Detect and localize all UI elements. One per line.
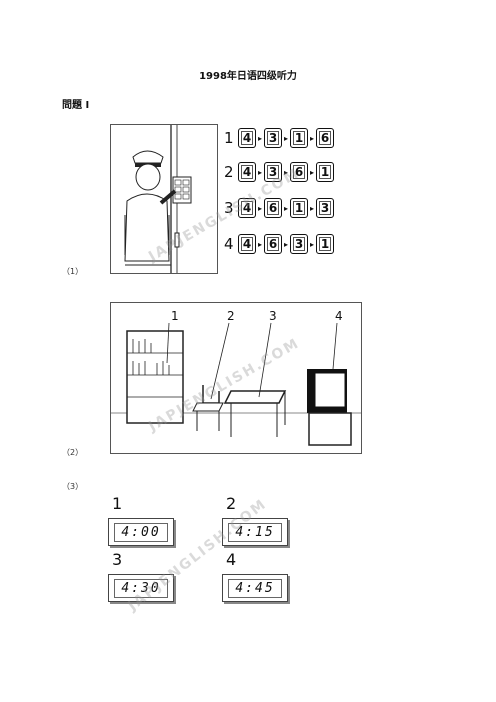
q1-guard-illustration [110, 124, 218, 274]
arrow-right-icon: ▸ [309, 167, 314, 177]
guard-keypad-illustration [124, 125, 192, 273]
clock-time: 4:30 [114, 578, 168, 598]
page-title: 1998年日语四级听力 [199, 71, 297, 82]
q1-option-row-3: 3 4▸ 6▸ 1▸ 3 [224, 196, 334, 220]
pointer-label-4: 4 [335, 309, 343, 323]
option-number: 4 [224, 235, 234, 253]
digit-box: 3 [264, 128, 282, 148]
digit-box: 3 [290, 234, 308, 254]
q1-option-row-2: 2 4▸ 3▸ 6▸ 1 [224, 160, 334, 184]
arrow-right-icon: ▸ [283, 167, 288, 177]
clock-time: 4:15 [228, 522, 282, 542]
pointer-label-1: 1 [171, 309, 179, 323]
arrow-right-icon: ▸ [257, 239, 262, 249]
option-number: 1 [224, 129, 234, 147]
arrow-right-icon: ▸ [309, 133, 314, 143]
clock-option-number-2: 2 [226, 494, 237, 513]
digit-box: 1 [290, 198, 308, 218]
digit-box: 3 [264, 162, 282, 182]
digit-box: 6 [264, 234, 282, 254]
clock-option-number-4: 4 [226, 550, 237, 569]
arrow-right-icon: ▸ [283, 203, 288, 213]
option-number: 2 [224, 163, 234, 181]
q2-room-illustration: 1 2 3 4 [110, 302, 362, 454]
arrow-right-icon: ▸ [257, 167, 262, 177]
digit-box: 3 [316, 198, 334, 218]
digit-box: 4 [238, 198, 256, 218]
arrow-right-icon: ▸ [257, 203, 262, 213]
option-number: 3 [224, 199, 234, 217]
clock-time: 4:45 [228, 578, 282, 598]
clock-option-number-3: 3 [112, 550, 123, 569]
clock-option-number-1: 1 [112, 494, 123, 513]
q3-label: （3） [62, 482, 84, 491]
digit-box: 4 [238, 162, 256, 182]
clock-time: 4:00 [114, 522, 168, 542]
digit-box: 1 [316, 162, 334, 182]
digital-clock-1: 4:00 [108, 518, 174, 546]
section-heading: 問題 I [62, 100, 90, 111]
room-furniture-illustration [111, 322, 361, 446]
digit-box: 6 [264, 198, 282, 218]
arrow-right-icon: ▸ [309, 239, 314, 249]
q1-option-row-1: 1 4▸ 3▸ 1▸ 6 [224, 126, 334, 150]
digit-box: 6 [290, 162, 308, 182]
digital-clock-2: 4:15 [222, 518, 288, 546]
pointer-label-3: 3 [269, 309, 277, 323]
digit-box: 1 [290, 128, 308, 148]
arrow-right-icon: ▸ [283, 133, 288, 143]
pointer-label-2: 2 [227, 309, 235, 323]
arrow-right-icon: ▸ [257, 133, 262, 143]
digit-box: 6 [316, 128, 334, 148]
digit-box: 4 [238, 234, 256, 254]
q2-label: （2） [62, 448, 84, 457]
q1-option-row-4: 4 4▸ 6▸ 3▸ 1 [224, 232, 334, 256]
arrow-right-icon: ▸ [283, 239, 288, 249]
arrow-right-icon: ▸ [309, 203, 314, 213]
digital-clock-3: 4:30 [108, 574, 174, 602]
digit-box: 4 [238, 128, 256, 148]
digit-box: 1 [316, 234, 334, 254]
q1-label: （1） [62, 267, 84, 276]
digital-clock-4: 4:45 [222, 574, 288, 602]
